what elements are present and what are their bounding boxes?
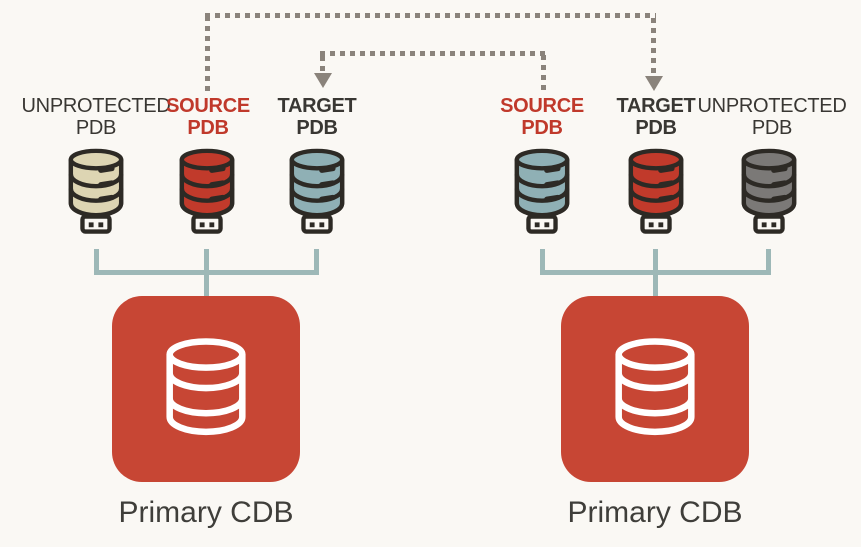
connector-stub [766,249,771,273]
pdb-label-line2: PDB [187,117,229,139]
pdb-label-source-right: SOURCE PDB [454,95,630,139]
connector-stub [204,249,209,273]
database-icon-target-left [286,147,348,234]
connector-stub [94,249,99,273]
pdb-label-line1: UNPROTECTED [21,95,171,117]
connector-stem [653,270,658,298]
pdb-label-line2: PDB [521,117,563,139]
arrow2-horizontal-segment [320,51,546,56]
database-icon-source-right [511,147,573,234]
connector-stub [314,249,319,273]
arrowhead-down-icon [314,73,332,88]
pdb-label-line1: SOURCE [166,95,250,117]
connector-stub [653,249,658,273]
database-icon-target-right [625,147,687,234]
pdb-label-line2: PDB [635,117,677,139]
pdb-label-target-left: TARGET PDB [229,95,405,139]
arrowhead-down-icon [645,76,663,91]
pdb-label-unprotected-right: UNPROTECTED PDB [684,95,860,139]
pdb-label-line1: TARGET [277,95,357,117]
pdb-label-line1: UNPROTECTED [697,95,847,117]
database-cylinder-icon [608,335,702,443]
primary-cdb-caption-right: Primary CDB [567,496,743,529]
pdb-label-line2: PDB [751,117,793,139]
pdb-label-target-right: TARGET PDB [568,95,744,139]
database-icon-unprotected-right [738,147,800,234]
arrow1-head-segment [651,18,656,76]
pdb-label-source-left: SOURCE PDB [120,95,296,139]
pdb-label-line2: PDB [75,117,117,139]
pdb-label-line2: PDB [296,117,338,139]
connector-stem [204,270,209,298]
primary-cdb-box-right [561,296,749,482]
database-icon-unprotected-left [65,147,127,234]
pdb-label-line1: SOURCE [500,95,584,117]
primary-cdb-caption-left: Primary CDB [118,496,294,529]
database-icon-source-left [176,147,238,234]
primary-cdb-box-left [112,296,300,482]
database-cylinder-icon [159,335,253,443]
arrow1-horizontal-segment [205,13,656,18]
pdb-label-line1: TARGET [616,95,696,117]
connector-stub [540,249,545,273]
arrow2-head-segment [320,56,325,74]
arrow2-tail-segment [541,55,546,93]
pdb-label-unprotected-left: UNPROTECTED PDB [8,95,184,139]
arrow1-tail-segment [205,16,210,93]
